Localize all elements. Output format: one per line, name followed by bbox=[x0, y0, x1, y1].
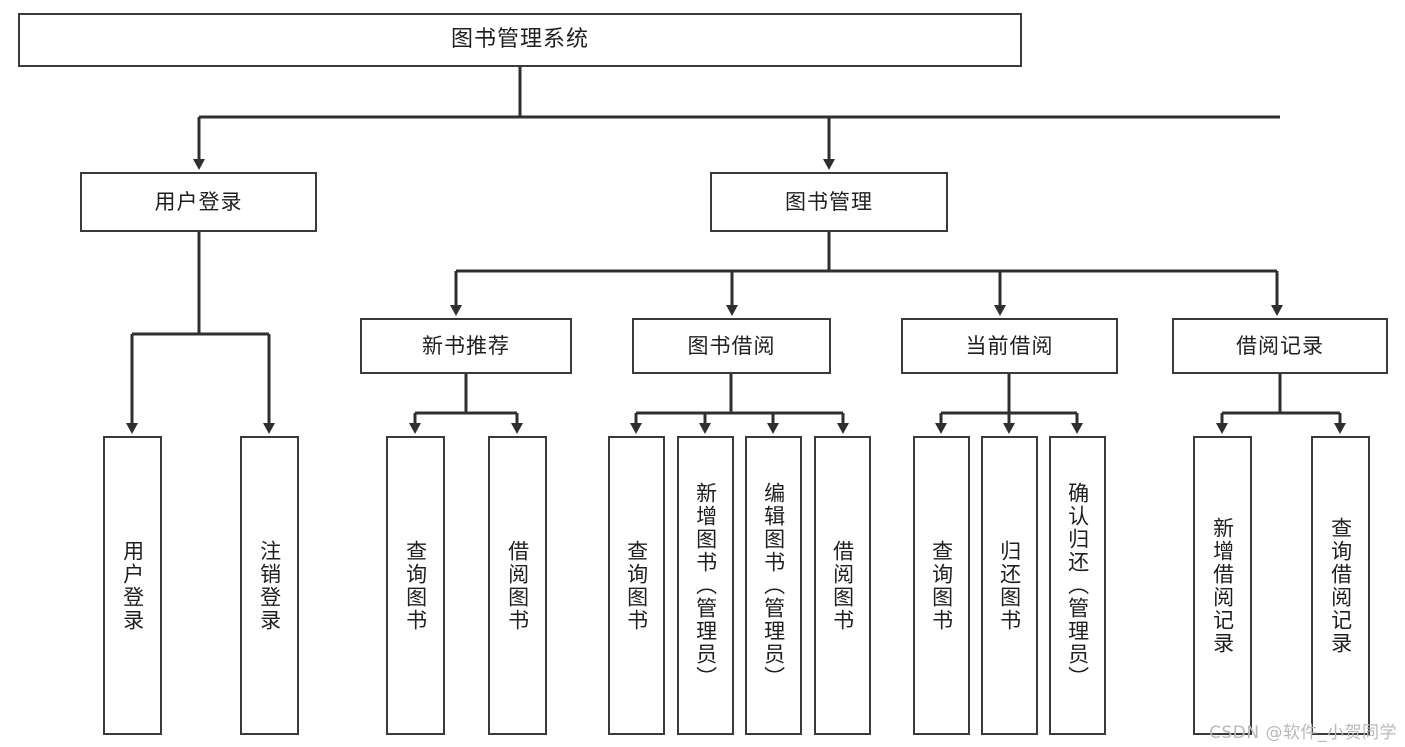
node-book-borrow[interactable]: 图书借阅 bbox=[632, 318, 831, 374]
leaf-user-logout-label: 注销登录 bbox=[257, 539, 282, 632]
leaf-query-book-3-label: 查询图书 bbox=[929, 539, 954, 632]
leaf-query-book-3[interactable]: 查询图书 bbox=[913, 436, 970, 735]
leaf-user-login-label: 用户登录 bbox=[120, 539, 145, 632]
node-new-book-rec[interactable]: 新书推荐 bbox=[360, 318, 572, 374]
leaf-add-book-label: 新增图书（管理员） bbox=[693, 482, 718, 689]
leaf-borrow-book-1[interactable]: 借阅图书 bbox=[488, 436, 547, 735]
leaf-edit-book[interactable]: 编辑图书（管理员） bbox=[745, 436, 802, 735]
node-root[interactable]: 图书管理系统 bbox=[18, 13, 1022, 67]
node-borrow-record[interactable]: 借阅记录 bbox=[1172, 318, 1388, 374]
node-current-borrow[interactable]: 当前借阅 bbox=[901, 318, 1118, 374]
node-book-manage-label: 图书管理 bbox=[785, 189, 873, 214]
leaf-borrow-book-2[interactable]: 借阅图书 bbox=[814, 436, 871, 735]
node-book-manage[interactable]: 图书管理 bbox=[710, 172, 948, 232]
leaf-add-record-label: 新增借阅记录 bbox=[1210, 516, 1235, 655]
leaf-user-logout[interactable]: 注销登录 bbox=[240, 436, 299, 735]
leaf-confirm-return-label: 确认归还（管理员） bbox=[1065, 482, 1090, 689]
leaf-add-book[interactable]: 新增图书（管理员） bbox=[677, 436, 734, 735]
node-current-borrow-label: 当前借阅 bbox=[965, 333, 1054, 358]
leaf-confirm-return[interactable]: 确认归还（管理员） bbox=[1049, 436, 1106, 735]
node-root-label: 图书管理系统 bbox=[450, 27, 589, 53]
leaf-user-login[interactable]: 用户登录 bbox=[103, 436, 162, 735]
node-book-borrow-label: 图书借阅 bbox=[687, 333, 776, 358]
leaf-return-book-label: 归还图书 bbox=[997, 539, 1022, 632]
leaf-return-book[interactable]: 归还图书 bbox=[981, 436, 1038, 735]
leaf-query-book-2[interactable]: 查询图书 bbox=[608, 436, 665, 735]
node-new-book-rec-label: 新书推荐 bbox=[422, 333, 510, 358]
leaf-borrow-book-2-label: 借阅图书 bbox=[830, 539, 855, 632]
node-borrow-record-label: 借阅记录 bbox=[1236, 333, 1324, 358]
watermark: CSDN @软件_小贺同学 bbox=[1209, 723, 1397, 743]
leaf-add-record[interactable]: 新增借阅记录 bbox=[1193, 436, 1252, 735]
leaf-query-record-label: 查询借阅记录 bbox=[1328, 516, 1353, 655]
node-user-login-label: 用户登录 bbox=[154, 189, 243, 214]
node-user-login[interactable]: 用户登录 bbox=[80, 172, 317, 232]
leaf-borrow-book-1-label: 借阅图书 bbox=[505, 539, 530, 632]
leaf-query-book-1-label: 查询图书 bbox=[403, 539, 428, 632]
leaf-edit-book-label: 编辑图书（管理员） bbox=[761, 482, 786, 689]
leaf-query-book-2-label: 查询图书 bbox=[624, 539, 649, 632]
leaf-query-record[interactable]: 查询借阅记录 bbox=[1311, 436, 1370, 735]
leaf-query-book-1[interactable]: 查询图书 bbox=[386, 436, 445, 735]
